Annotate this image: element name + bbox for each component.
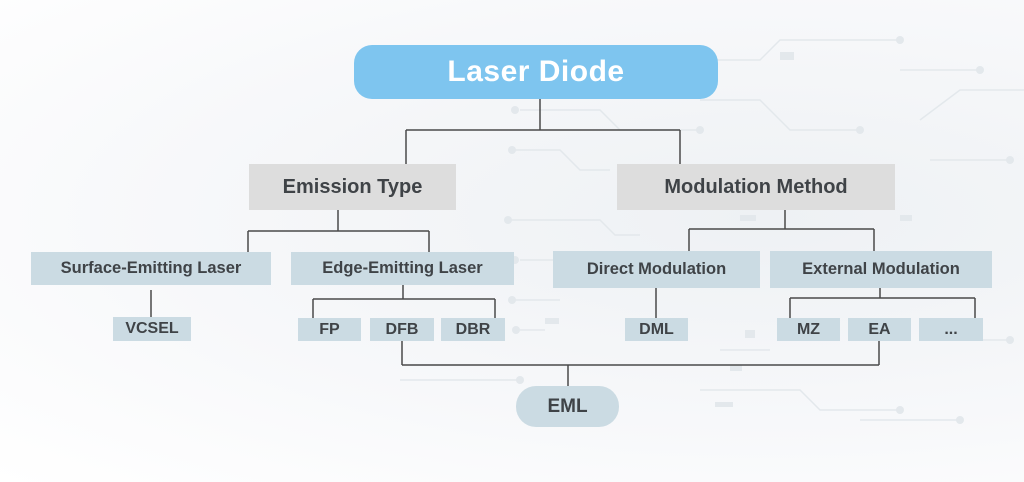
leaf-dfb: DFB: [370, 318, 434, 341]
connector-edge-emitting: [312, 285, 496, 318]
node-surface-emitting-laser: Surface-Emitting Laser: [31, 252, 271, 285]
leaf-mz: MZ: [777, 318, 840, 341]
leaf-vcsel: VCSEL: [113, 317, 191, 341]
connector-modulation-method: [688, 210, 875, 251]
node-external-modulation: External Modulation: [770, 251, 992, 288]
leaf-more: ...: [919, 318, 983, 341]
node-eml: EML: [516, 386, 619, 427]
leaf-dbr: DBR: [441, 318, 505, 341]
node-edge-emitting-laser: Edge-Emitting Laser: [291, 252, 514, 285]
connector-external-modulation: [789, 288, 976, 318]
connector-root: [405, 99, 681, 164]
leaf-dml: DML: [625, 318, 688, 341]
node-direct-modulation: Direct Modulation: [553, 251, 760, 288]
connector-emission-type: [247, 210, 430, 252]
category-modulation-method: Modulation Method: [617, 164, 895, 210]
leaf-fp: FP: [298, 318, 361, 341]
category-emission-type: Emission Type: [249, 164, 456, 210]
leaf-ea: EA: [848, 318, 911, 341]
root-node-laser-diode: Laser Diode: [354, 45, 718, 99]
connector-eml: [401, 341, 880, 386]
